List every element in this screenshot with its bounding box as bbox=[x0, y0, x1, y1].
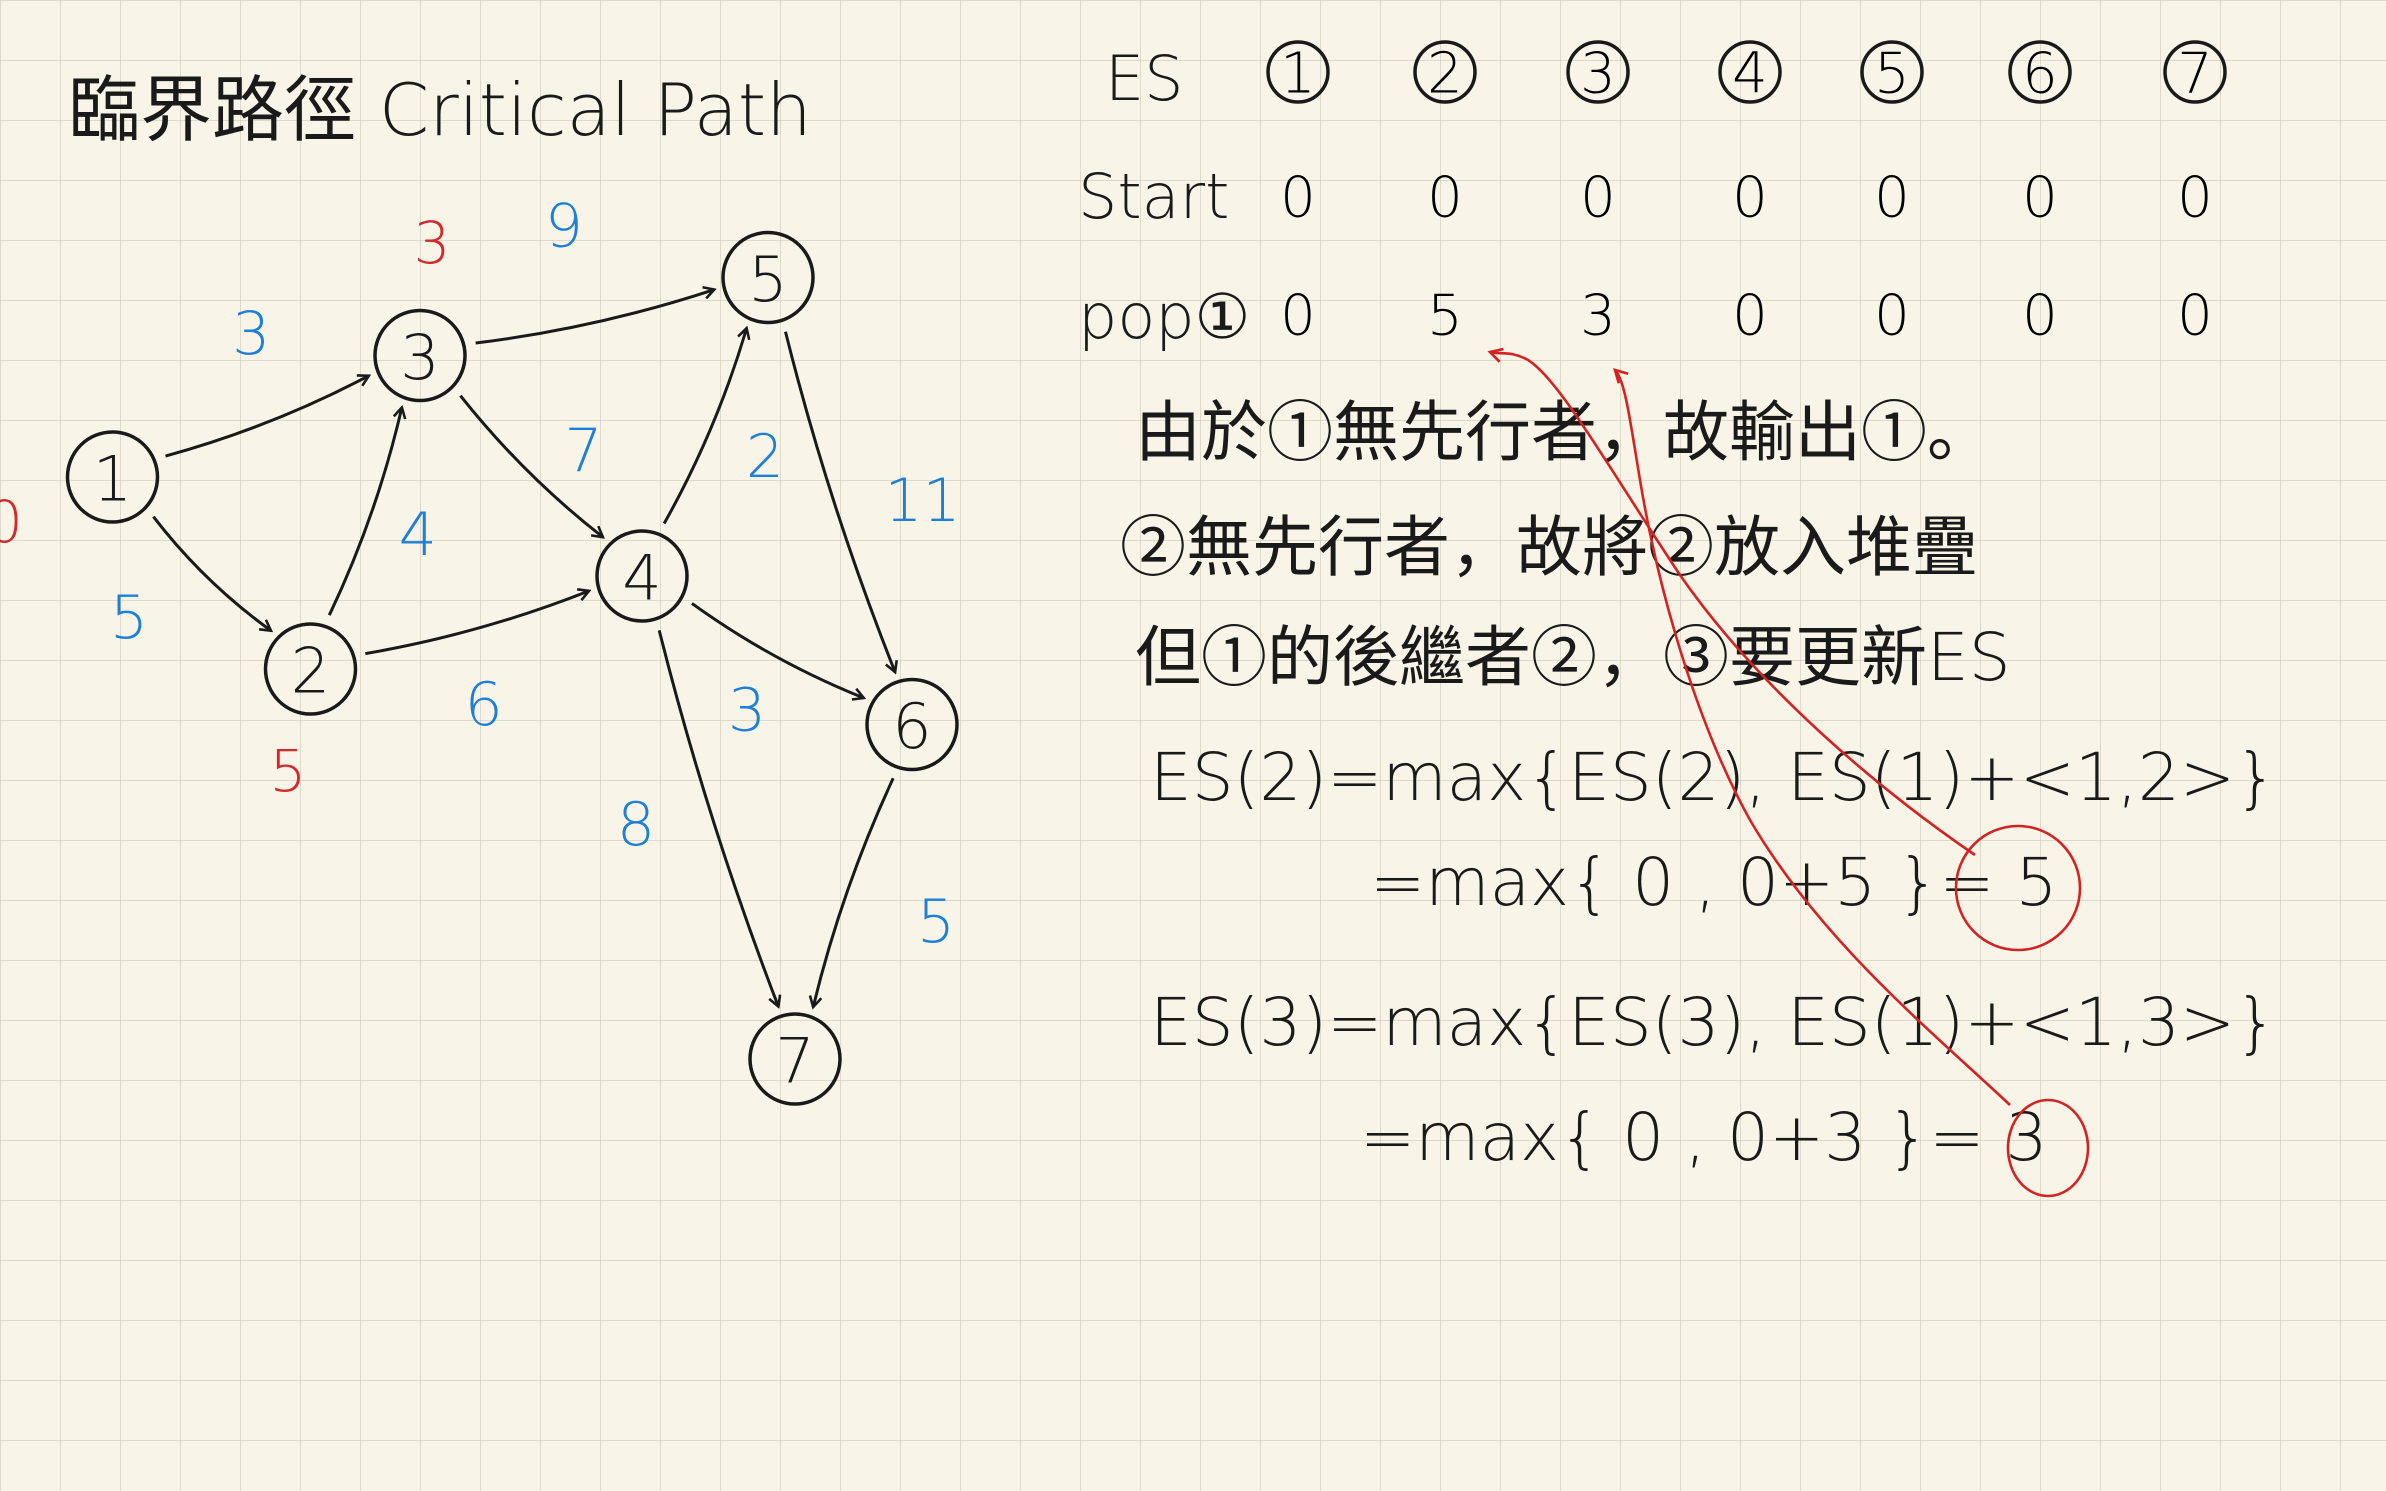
edge-weight-1-2: 5 bbox=[110, 583, 148, 653]
table-col-3-label: 3 bbox=[1580, 42, 1616, 107]
red-annotations bbox=[1490, 352, 2090, 1198]
edge-5-6 bbox=[784, 331, 895, 672]
node-3-circle bbox=[373, 308, 467, 403]
red-arrow-to-es2 bbox=[1490, 352, 1976, 857]
edge-weight-5-6: 11 bbox=[884, 466, 960, 536]
note-formula-es3: ES(3)=max{ES(3), ES(1)+<1,3>} bbox=[1150, 984, 2277, 1061]
node-5-circle bbox=[721, 230, 815, 325]
table-cells: 0 0 0 0 0 0 0 0 5 3 0 0 0 0 bbox=[1280, 166, 2213, 349]
table-column-headers: 1 2 3 4 5 6 7 bbox=[1266, 40, 2227, 107]
note-line-3: 但①的後繼者②，③要更新ES bbox=[1135, 619, 2011, 696]
table-row-label-pop: pop① bbox=[1078, 280, 1250, 353]
table-header-label: ES bbox=[1105, 42, 1184, 115]
table-col-1-label: 1 bbox=[1280, 42, 1316, 107]
edge-4-6 bbox=[691, 602, 864, 698]
edge-1-2 bbox=[152, 515, 271, 631]
red-circle-result-5 bbox=[1954, 824, 2082, 952]
note-line-2: ②無先行者，故將②放入堆疊 bbox=[1120, 509, 1978, 586]
table-col-3-circle bbox=[1566, 40, 1630, 104]
red-circle-result-3 bbox=[2006, 1098, 2090, 1198]
edge-3-4 bbox=[459, 394, 603, 538]
table-cell-r0-c0: 0 bbox=[1280, 166, 1316, 231]
node-2-label: 2 bbox=[291, 635, 330, 708]
note-formula-es2-result: =max{ 0 , 0+5 }= 5 bbox=[1370, 844, 2058, 921]
table-cell-r1-c4: 0 bbox=[1874, 284, 1910, 349]
edge-weight-1-3: 3 bbox=[232, 299, 270, 369]
edge-4-5 bbox=[662, 328, 746, 525]
table-col-4-circle bbox=[1718, 40, 1782, 104]
node-7-label: 7 bbox=[775, 1025, 814, 1098]
table-cell-r1-c5: 0 bbox=[2022, 284, 2058, 349]
edge-weight-4-7: 8 bbox=[617, 790, 655, 860]
es-values-layer: 0 5 3 bbox=[0, 209, 450, 805]
edge-weight-3-4: 7 bbox=[564, 416, 602, 486]
table-col-2-label: 2 bbox=[1427, 42, 1463, 107]
notes-block: 由於①無先行者，故輸出①。 ②無先行者，故將②放入堆疊 但①的後繼者②，③要更新… bbox=[1120, 394, 2277, 1176]
edge-weight-6-7: 5 bbox=[917, 887, 955, 957]
edge-weight-2-4: 6 bbox=[465, 670, 503, 740]
table-cell-r0-c1: 0 bbox=[1427, 166, 1463, 231]
table-col-1-circle bbox=[1266, 40, 1330, 104]
table-cell-r0-c3: 0 bbox=[1732, 166, 1768, 231]
edge-4-7 bbox=[657, 629, 778, 1006]
table-cell-r1-c1: 5 bbox=[1427, 284, 1463, 349]
node-7-circle bbox=[748, 1012, 842, 1106]
table-col-2-circle bbox=[1413, 40, 1477, 104]
table-cell-r0-c6: 0 bbox=[2177, 166, 2213, 231]
table-col-6-circle bbox=[2008, 40, 2072, 104]
edge-weight-4-5: 2 bbox=[746, 422, 784, 492]
edge-weight-4-6: 3 bbox=[728, 675, 766, 745]
table-cell-r1-c3: 0 bbox=[1732, 284, 1768, 349]
node-1-circle bbox=[65, 430, 160, 524]
table-cell-r0-c5: 0 bbox=[2022, 166, 2058, 231]
node-5-label: 5 bbox=[748, 243, 787, 316]
node-6-circle bbox=[865, 677, 959, 772]
edge-1-3 bbox=[165, 376, 369, 458]
note-line-1: 由於①無先行者，故輸出①。 bbox=[1135, 394, 1993, 471]
edge-weights-layer: 3 5 4 6 9 7 2 3 8 11 5 bbox=[110, 192, 961, 957]
table-col-7-circle bbox=[2163, 40, 2227, 104]
table-col-5-label: 5 bbox=[1874, 42, 1910, 107]
edge-weight-2-3: 4 bbox=[399, 500, 437, 570]
table-cell-r1-c2: 3 bbox=[1580, 284, 1616, 349]
table-cell-r1-c6: 0 bbox=[2177, 284, 2213, 349]
table-col-6-label: 6 bbox=[2022, 42, 2058, 107]
table-col-4-label: 4 bbox=[1732, 42, 1768, 107]
table-col-5-circle bbox=[1860, 40, 1924, 104]
node-3-es: 3 bbox=[414, 209, 451, 277]
node-2-circle bbox=[263, 622, 358, 716]
table-row-label-start: Start bbox=[1078, 160, 1229, 233]
table-cell-r0-c2: 0 bbox=[1580, 166, 1616, 231]
table-col-7-label: 7 bbox=[2177, 42, 2213, 107]
node-1-label: 1 bbox=[93, 443, 132, 516]
edge-6-7 bbox=[813, 777, 895, 1007]
edge-3-5 bbox=[475, 290, 715, 345]
edges-layer bbox=[152, 290, 895, 1008]
table-cell-r1-c0: 0 bbox=[1280, 284, 1316, 349]
node-3-label: 3 bbox=[400, 321, 439, 394]
note-formula-es3-result: =max{ 0 , 0+3 }= 3 bbox=[1360, 1099, 2048, 1176]
note-formula-es2: ES(2)=max{ES(2), ES(1)+<1,2>} bbox=[1150, 739, 2277, 816]
node-6-label: 6 bbox=[892, 690, 931, 763]
es-table: ES 1 2 3 4 5 6 7 Start pop① 0 0 0 0 0 0 0 0 5 3 0 0 0 0 bbox=[1078, 40, 2227, 353]
edge-2-3 bbox=[327, 407, 402, 616]
node-4-label: 4 bbox=[622, 542, 661, 615]
table-cell-r0-c4: 0 bbox=[1874, 166, 1910, 231]
red-arrow-to-es3 bbox=[1615, 370, 2011, 1106]
page-title: 臨界路徑 Critical Path bbox=[68, 68, 812, 152]
edge-2-4 bbox=[365, 591, 589, 656]
node-1-es: 0 bbox=[0, 488, 23, 556]
node-2-es: 5 bbox=[270, 737, 307, 805]
edge-weight-3-5: 9 bbox=[545, 192, 583, 262]
node-4-circle bbox=[595, 529, 689, 623]
